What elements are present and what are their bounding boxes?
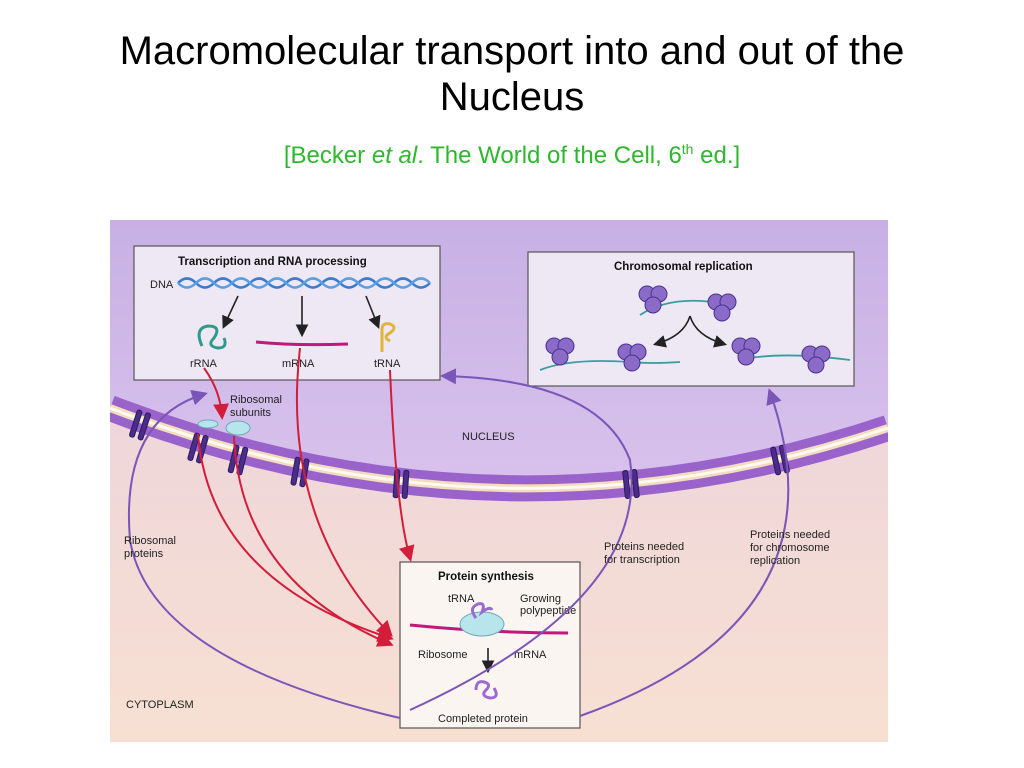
ribosomal-proteins-label-1: Ribosomal <box>124 535 176 547</box>
nucleosome-cluster <box>638 285 668 314</box>
chromosome-protein-import-arrow <box>579 388 790 717</box>
polypeptide-icon <box>471 602 494 619</box>
ribosomal-subunits-label-1: Ribosomal <box>230 394 282 406</box>
nucleosome-clusters <box>545 285 831 374</box>
chromosomal-replication-box: Chromosomal replication <box>527 251 855 387</box>
ribosomal-proteins-label-2: proteins <box>124 548 164 560</box>
title-line-2: Nucleus <box>439 75 585 119</box>
rna-export-arrows <box>197 347 415 647</box>
proteins-transcription-label-2: for transcription <box>604 554 680 566</box>
replication-arrow-left <box>652 315 691 348</box>
cytoplasm-label: CYTOPLASM <box>126 699 194 711</box>
nuclear-pore <box>392 469 410 499</box>
nuclear-pore <box>622 469 640 499</box>
protein-synthesis-header: Protein synthesis <box>438 571 534 583</box>
trna-export-arrow <box>389 369 415 562</box>
rrna-label: rRNA <box>190 358 218 370</box>
citation-sup: th <box>681 141 694 157</box>
ribosomal-subunits-icon <box>197 419 251 436</box>
title-line-1: Macromolecular transport into and out of… <box>119 29 905 73</box>
mrna-export-arrow <box>295 347 393 637</box>
nucleosome-cluster <box>545 337 575 366</box>
slide-title: Macromolecular transport into and out of… <box>0 28 1024 120</box>
completed-protein-label: Completed protein <box>438 713 528 725</box>
proteins-chromosome-label-1: Proteins needed <box>750 529 830 541</box>
chromosomal-header: Chromosomal replication <box>614 261 753 273</box>
citation-middle: . The World of the Cell, 6 <box>417 142 682 169</box>
proteins-transcription-label-1: Proteins needed <box>604 541 684 553</box>
nucleosome-cluster <box>801 345 831 374</box>
transcription-header: Transcription and RNA processing <box>178 256 367 268</box>
ribosome-label: Ribosome <box>418 649 468 661</box>
citation-open: [Becker <box>283 142 372 169</box>
nuclear-pore <box>129 409 151 441</box>
dna-label: DNA <box>150 279 174 291</box>
transport-diagram: Transcription and RNA processing DNA rRN… <box>110 220 888 742</box>
dna-helix <box>177 277 431 289</box>
rrna-export-arrow <box>203 367 230 420</box>
citation: [Becker et al. The World of the Cell, 6t… <box>0 134 1024 171</box>
proteins-chromosome-label-2: for chromosome <box>750 542 829 554</box>
protein-synthesis-box: Protein synthesis tRNA Growing polypepti… <box>399 561 581 729</box>
nucleosome-cluster <box>707 293 737 322</box>
transcription-protein-import-arrow <box>409 368 633 711</box>
citation-italic: et al <box>371 142 418 169</box>
trna-label: tRNA <box>374 358 401 370</box>
nuclear-pore <box>187 432 209 464</box>
nucleosome-cluster <box>731 337 761 366</box>
citation-close: ed.] <box>693 142 741 169</box>
nuclear-pores <box>129 409 790 499</box>
trna-synthesis-label: tRNA <box>448 593 475 605</box>
rrna-arrow <box>222 295 239 329</box>
protein-import-arrows <box>128 368 790 719</box>
completed-protein-icon <box>474 680 498 700</box>
growing-polypeptide-label-1: Growing <box>520 593 561 605</box>
ribosome-icon <box>459 611 505 637</box>
trna-icon <box>380 322 396 352</box>
proteins-chromosome-label-3: replication <box>750 555 800 567</box>
transcription-box: Transcription and RNA processing DNA rRN… <box>133 245 441 381</box>
rrna-icon <box>197 324 227 350</box>
ribosomal-protein-import-arrow <box>128 389 401 719</box>
nucleosome-cluster <box>617 343 647 372</box>
growing-polypeptide-label-2: polypeptide <box>520 605 576 617</box>
nucleus-label: NUCLEUS <box>462 431 515 443</box>
subunit-export-arrow <box>233 435 394 647</box>
mrna-synthesis-label: mRNA <box>514 649 547 661</box>
trna-arrow <box>365 295 381 329</box>
mrna-strand-icon <box>255 340 349 347</box>
ribosomal-subunits-label-2: subunits <box>230 407 271 419</box>
replication-arrow-right <box>689 315 728 348</box>
